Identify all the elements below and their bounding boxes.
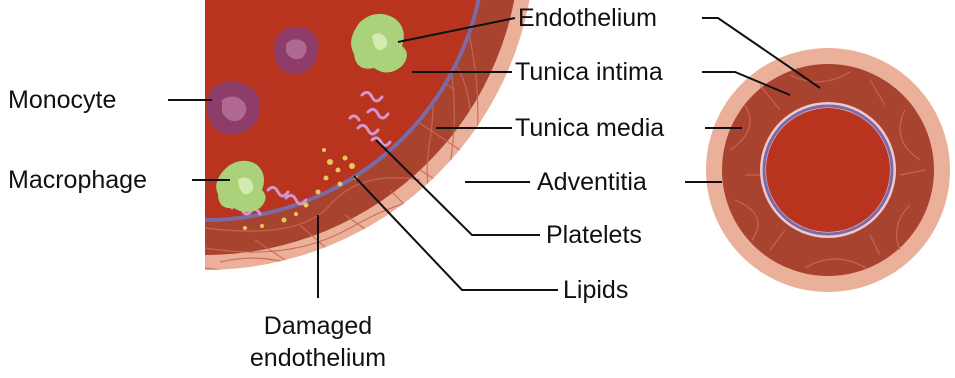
label-macrophage: Macrophage <box>8 166 147 194</box>
vessel-wall-closeup <box>0 0 535 285</box>
label-lipids: Lipids <box>563 276 628 304</box>
label-tunica-intima: Tunica intima <box>515 58 663 86</box>
label-damaged-endothelium-line2: endothelium <box>250 344 386 372</box>
label-adventitia: Adventitia <box>537 168 647 196</box>
cross-lumen <box>766 108 890 232</box>
label-platelets: Platelets <box>546 221 642 249</box>
label-damaged-endothelium-line1: Damaged <box>264 312 372 340</box>
label-endothelium: Endothelium <box>518 4 657 32</box>
label-monocyte: Monocyte <box>8 86 116 114</box>
vessel-cross-section <box>706 48 950 292</box>
label-tunica-media: Tunica media <box>515 114 664 142</box>
